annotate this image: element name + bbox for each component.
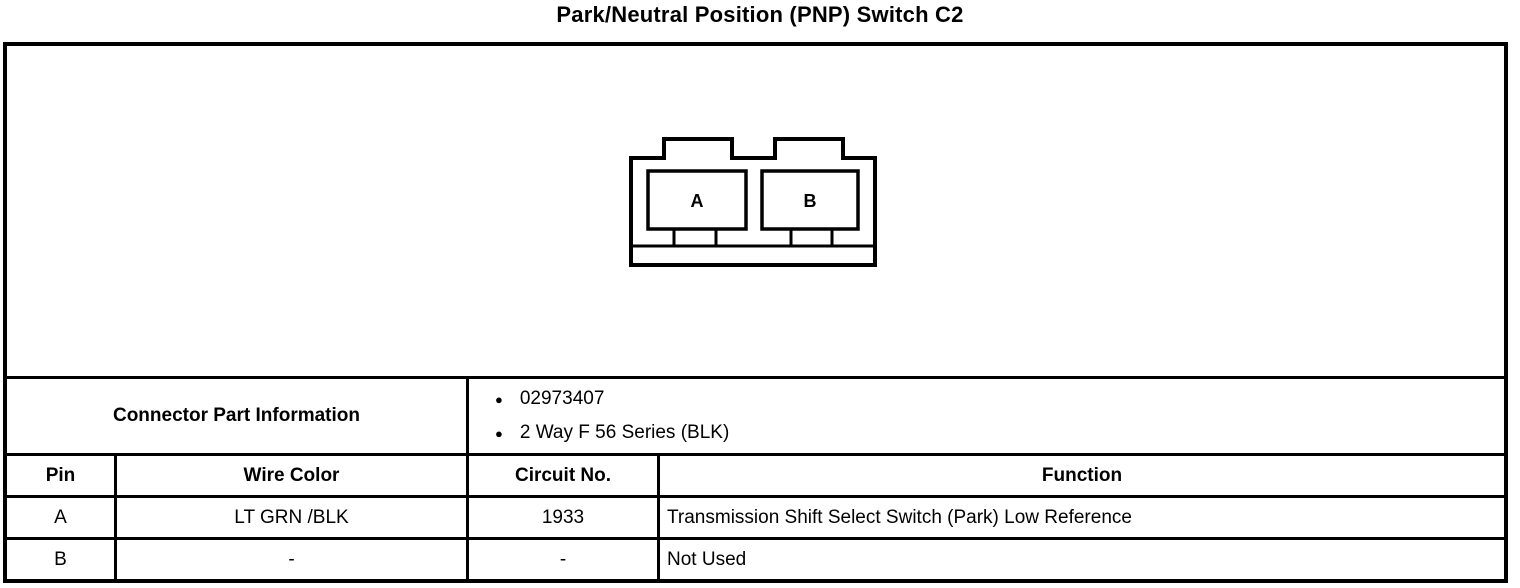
connector-part-info-row: Connector Part Information ● 02973407 ● … (7, 376, 1504, 453)
connector-diagram: A B (629, 137, 877, 267)
header-pin: Pin (45, 464, 76, 486)
table-row: B - - Not Used (7, 537, 1504, 579)
connector-diagram-area: A B (7, 46, 1504, 376)
pin-value: B (54, 548, 67, 570)
table-row: A LT GRN /BLK 1933 Transmission Shift Se… (7, 495, 1504, 537)
wire-color-value: - (114, 540, 466, 579)
document-frame: A B Connector Part Information ● 0297340… (3, 42, 1508, 583)
cavity-a-box (646, 169, 748, 231)
circuit-no-value: 1933 (466, 498, 657, 537)
connector-series-text: 2 Way F 56 Series (BLK) (519, 422, 730, 443)
bullet-icon: ● (495, 425, 503, 441)
connector-part-info-label: Connector Part Information (112, 405, 360, 426)
page-title: Park/Neutral Position (PNP) Switch C2 (556, 2, 964, 27)
pin-value: A (54, 506, 67, 528)
function-value: Transmission Shift Select Switch (Park) … (657, 498, 1504, 537)
part-info-item: ● 02973407 (495, 382, 604, 416)
header-function: Function (657, 456, 1504, 495)
connector-part-info-values: ● 02973407 ● 2 Way F 56 Series (BLK) (466, 379, 1504, 453)
part-number-text: 02973407 (519, 388, 605, 409)
function-value: Not Used (657, 540, 1504, 579)
wire-color-value: LT GRN /BLK (114, 498, 466, 537)
part-info-item: ● 2 Way F 56 Series (BLK) (495, 416, 729, 450)
header-circuit-no: Circuit No. (466, 456, 657, 495)
bullet-icon: ● (495, 391, 503, 407)
circuit-no-value: - (466, 540, 657, 579)
cavity-a-label: A (691, 191, 704, 211)
table-header-row: Pin Wire Color Circuit No. Function (7, 453, 1504, 495)
cavity-b-box (760, 169, 860, 231)
header-wire-color: Wire Color (114, 456, 466, 495)
cavity-b-label: B (804, 191, 817, 211)
connector-body-outline (629, 137, 877, 267)
